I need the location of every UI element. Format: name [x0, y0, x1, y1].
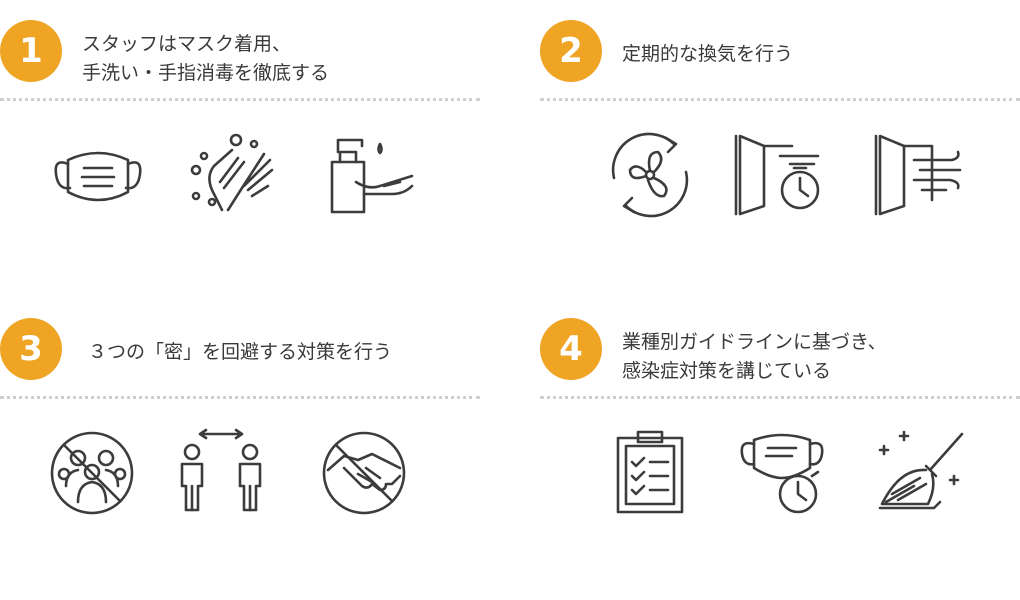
no-crowd-icon: [42, 428, 142, 518]
section-4: 4 業種別ガイドラインに基づき、 感染症対策を講じている: [540, 298, 1020, 588]
mask-timer-icon: [732, 428, 832, 518]
step-badge-2: 2: [540, 20, 602, 82]
ventilation-fan-icon: [600, 130, 700, 220]
face-mask-icon: [48, 130, 148, 220]
step-badge-3: 3: [0, 318, 62, 380]
dotted-divider: [0, 396, 480, 399]
door-timer-icon: [730, 130, 830, 220]
section-3: 3 ３つの「密」を回避する対策を行う: [0, 298, 480, 588]
step-badge-4: 4: [540, 318, 602, 380]
hand-washing-icon: [182, 130, 282, 220]
section-1: 1 スタッフはマスク着用、 手洗い・手指消毒を徹底する: [0, 0, 480, 290]
checklist-clipboard-icon: [600, 428, 700, 518]
section-2: 2 定期的な換気を行う: [540, 0, 1020, 290]
social-distance-icon: [172, 428, 272, 518]
step-badge-1: 1: [0, 20, 62, 82]
section-3-title-line-1: ３つの「密」を回避する対策を行う: [88, 341, 393, 363]
hand-sanitizer-icon: [320, 130, 420, 220]
dotted-divider: [0, 98, 480, 101]
section-1-title: スタッフはマスク着用、 手洗い・手指消毒を徹底する: [82, 30, 329, 88]
section-1-title-line-1: スタッフはマスク着用、: [82, 33, 292, 55]
section-4-title: 業種別ガイドラインに基づき、 感染症対策を講じている: [622, 328, 887, 386]
door-airflow-icon: [870, 130, 970, 220]
section-4-title-line-2: 感染症対策を講じている: [622, 360, 832, 382]
dotted-divider: [540, 98, 1020, 101]
cleaning-mop-icon: [870, 428, 970, 518]
section-2-title: 定期的な換気を行う: [622, 40, 793, 69]
dotted-divider: [540, 396, 1020, 399]
section-4-title-line-1: 業種別ガイドラインに基づき、: [622, 331, 887, 353]
section-1-title-line-2: 手洗い・手指消毒を徹底する: [82, 62, 330, 84]
section-2-title-line-1: 定期的な換気を行う: [622, 43, 794, 65]
no-handshake-icon: [314, 428, 414, 518]
section-3-title: ３つの「密」を回避する対策を行う: [88, 338, 392, 367]
